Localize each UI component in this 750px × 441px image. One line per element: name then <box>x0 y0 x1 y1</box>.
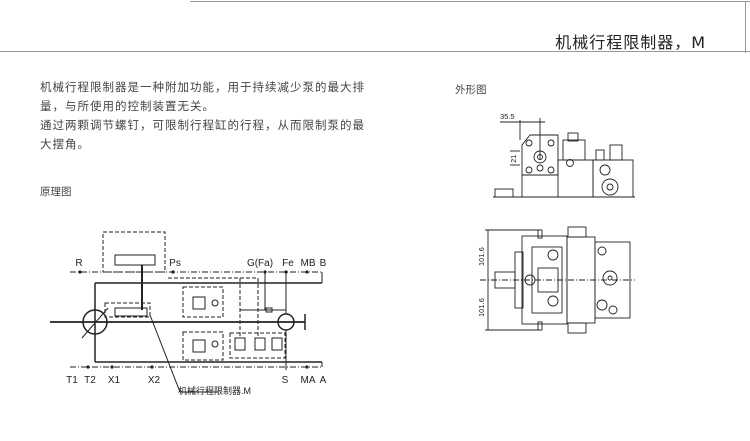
schematic-title: 原理图 <box>40 186 72 198</box>
port-label: B <box>320 258 327 269</box>
page-title: 机械行程限制器，M <box>555 33 706 52</box>
port-label: G(Fa) <box>247 258 273 269</box>
port-label: T2 <box>84 375 96 386</box>
port-label: MA <box>301 375 316 386</box>
description-paragraph: 机械行程限制器是一种附加功能，用于持续减少泵的最大排量，与所使用的控制装置无关。 <box>40 80 365 113</box>
port-label: S <box>282 375 289 386</box>
port-label: Ps <box>169 258 181 269</box>
description-paragraph: 通过两颗调节螺钉，可限制行程缸的行程，从而限制泵的最大摆角。 <box>40 118 365 151</box>
outline-title: 外形图 <box>455 84 487 96</box>
port-label: T1 <box>66 375 78 386</box>
right-rule <box>745 1 746 53</box>
dim-upper: 101.6 <box>477 247 486 266</box>
dim-top-height: 21 <box>509 155 518 163</box>
header-rule <box>0 51 750 52</box>
port-label: X2 <box>148 375 161 386</box>
port-label: MB <box>301 258 316 269</box>
description: 机械行程限制器是一种附加功能，用于持续减少泵的最大排量，与所使用的控制装置无关。… <box>40 78 370 154</box>
dim-lower: 101.6 <box>477 298 486 317</box>
outline-drawing: 35.5 21 101.6 101.6 <box>477 112 635 334</box>
port-label: Fe <box>282 258 294 269</box>
top-rule <box>190 1 750 2</box>
port-label: X1 <box>108 375 121 386</box>
callout-label: 机械行程限制器.M <box>178 385 251 396</box>
port-label: R <box>75 258 82 269</box>
port-label: A <box>320 375 327 386</box>
dim-top-width: 35.5 <box>500 112 515 121</box>
hydraulic-schematic: R Ps G(Fa) Fe MB B T1 T2 X1 X2 S MA A 机械… <box>50 231 327 396</box>
